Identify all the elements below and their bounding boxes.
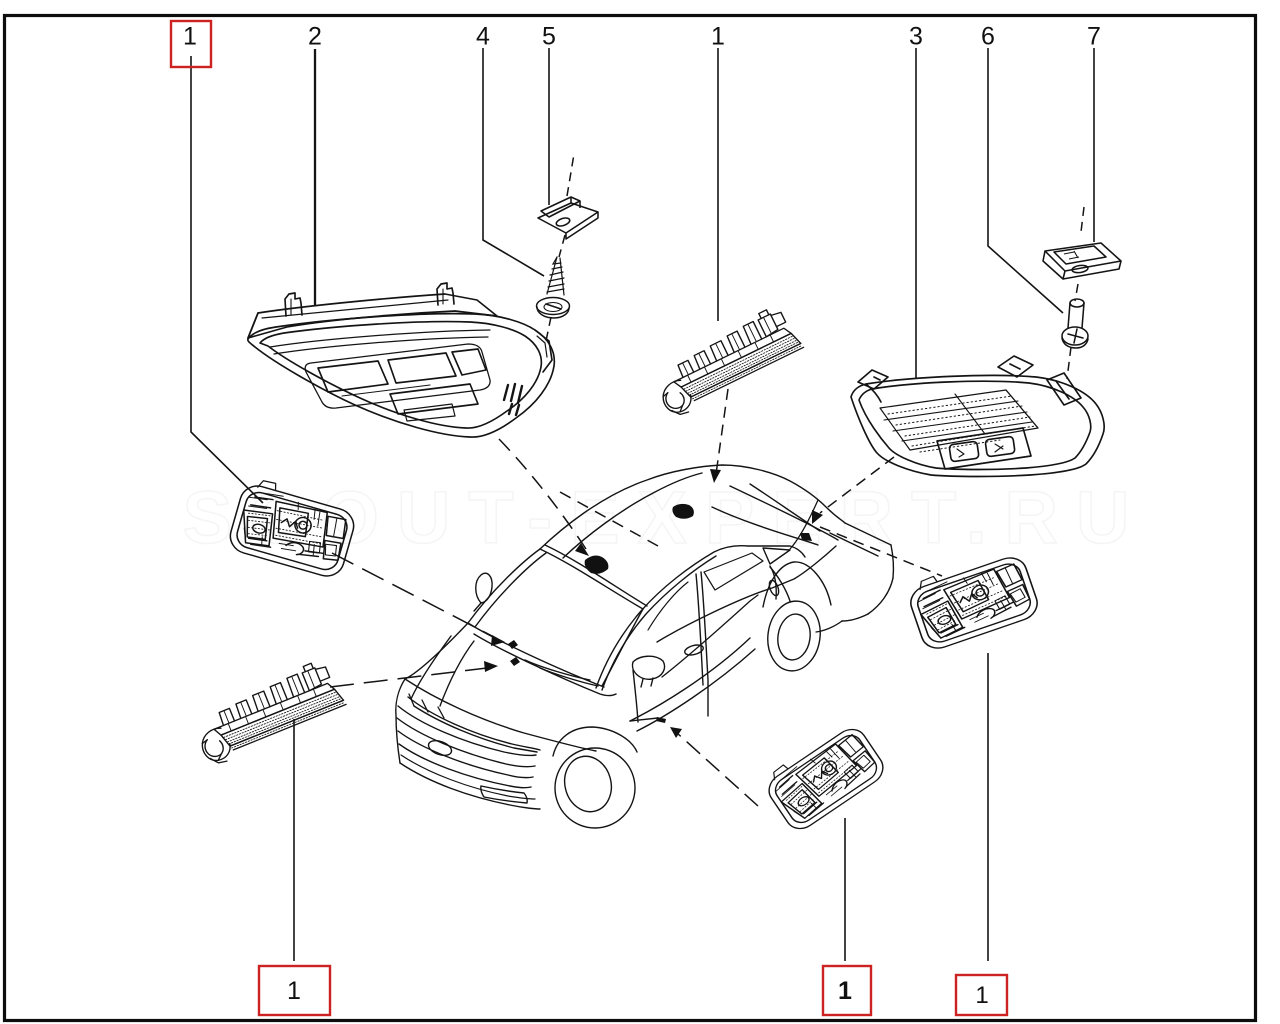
svg-text:1: 1 (975, 982, 988, 1009)
svg-text:1: 1 (838, 977, 852, 1005)
svg-text:4: 4 (476, 23, 490, 51)
svg-text:1: 1 (287, 977, 301, 1005)
svg-text:3: 3 (909, 23, 923, 51)
svg-text:7: 7 (1087, 23, 1101, 51)
svg-text:5: 5 (542, 23, 556, 51)
svg-text:2: 2 (308, 23, 322, 51)
svg-text:1: 1 (711, 23, 725, 51)
svg-text:1: 1 (183, 23, 197, 51)
svg-text:6: 6 (981, 23, 995, 51)
